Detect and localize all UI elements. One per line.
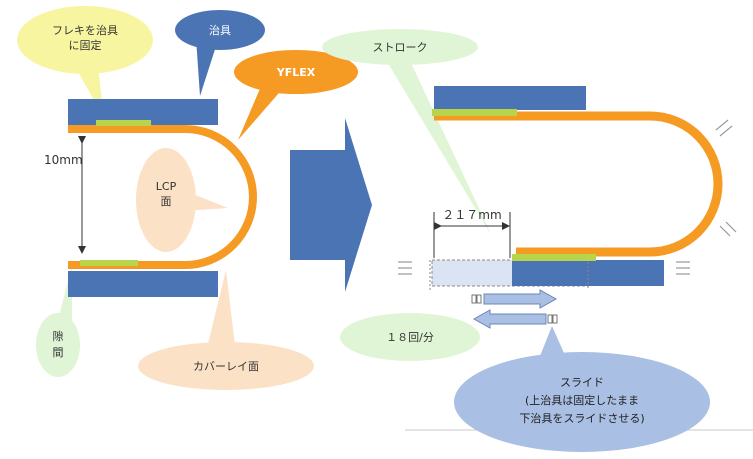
tape-lower-left: [80, 260, 138, 266]
stroke-callout-tail: [380, 48, 492, 236]
jig-label: 治具: [209, 23, 231, 37]
lower-jig-left: [68, 271, 218, 297]
motion-marks-right: [676, 261, 690, 275]
stroke-label: ストローク: [373, 41, 428, 54]
transition-arrow-icon: [290, 118, 372, 292]
flex-fix-callout: [17, 6, 153, 74]
return-motion-arrow-icon: [472, 309, 558, 329]
motion-marks-left: [398, 261, 412, 275]
stroke-dimension-label: ２１７mm: [442, 208, 501, 222]
cover-label: カバーレイ面: [193, 360, 259, 373]
yflex-callout: [234, 50, 358, 94]
lcp-label-line1: LCP: [156, 180, 177, 193]
cover-callout: [138, 342, 314, 390]
tape-upper-left: [96, 120, 151, 126]
yflex-loop-right: [434, 111, 723, 257]
stroke-callout: [322, 29, 478, 65]
vibration-marks-top: [715, 119, 733, 137]
height-dimension-label: 10mm: [44, 153, 83, 167]
gap-callout: [36, 313, 80, 377]
gap-label-line1: 隙: [53, 329, 64, 343]
flex-fix-label-line1: フレキを治具: [52, 23, 118, 37]
slide-callout: [454, 352, 710, 452]
cover-callout-tail: [206, 270, 236, 354]
tape-upper-right: [432, 109, 517, 116]
speed-callout: [340, 313, 480, 361]
upper-jig-right: [434, 86, 586, 110]
yflex-label: YFLEX: [276, 66, 316, 79]
jig-callout-tail: [196, 38, 218, 96]
speed-label: １８回/分: [386, 331, 434, 344]
vibration-marks-bottom: [719, 221, 737, 237]
yflex-callout-tail: [238, 84, 285, 140]
lcp-callout: [136, 148, 196, 252]
forward-motion-arrow-icon: [471, 289, 558, 309]
lower-jig-right: [512, 260, 664, 286]
gap-label-line2: 間: [53, 346, 64, 359]
flex-fix-label-line2: に固定: [69, 38, 102, 52]
yflex-loop-left: [68, 125, 257, 269]
jig-callout: [175, 10, 265, 50]
lcp-label-line2: 面: [161, 195, 172, 208]
tape-lower-right: [512, 254, 596, 261]
slide-label-line1: スライド: [560, 376, 604, 389]
slide-label-line3: 下治具をスライドさせる): [519, 411, 644, 425]
slide-label-line2: (上治具は固定したまま: [525, 393, 639, 407]
